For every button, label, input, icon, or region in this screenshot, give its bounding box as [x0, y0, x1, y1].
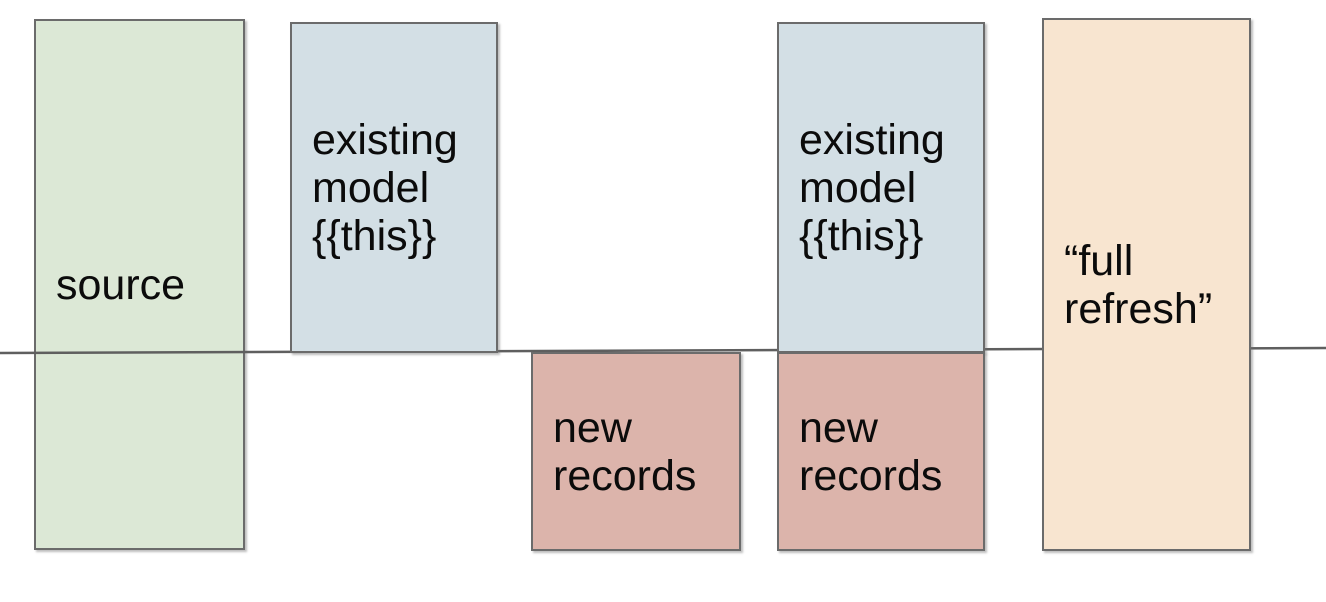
- source-box: source: [34, 19, 245, 550]
- existing-model-box-1: existing model {{this}}: [290, 22, 498, 353]
- new-records-box-1-label: new records: [553, 403, 697, 500]
- new-records-box-1: new records: [531, 352, 741, 551]
- existing-model-box-2-label: existing model {{this}}: [799, 115, 945, 260]
- existing-model-box-2: existing model {{this}}: [777, 22, 985, 353]
- new-records-box-2: new records: [777, 352, 985, 551]
- new-records-box-2-label: new records: [799, 403, 943, 500]
- source-box-label: source: [56, 260, 186, 309]
- full-refresh-box-label: “full refresh”: [1064, 236, 1213, 333]
- full-refresh-box: “full refresh”: [1042, 18, 1251, 551]
- existing-model-box-1-label: existing model {{this}}: [312, 115, 458, 260]
